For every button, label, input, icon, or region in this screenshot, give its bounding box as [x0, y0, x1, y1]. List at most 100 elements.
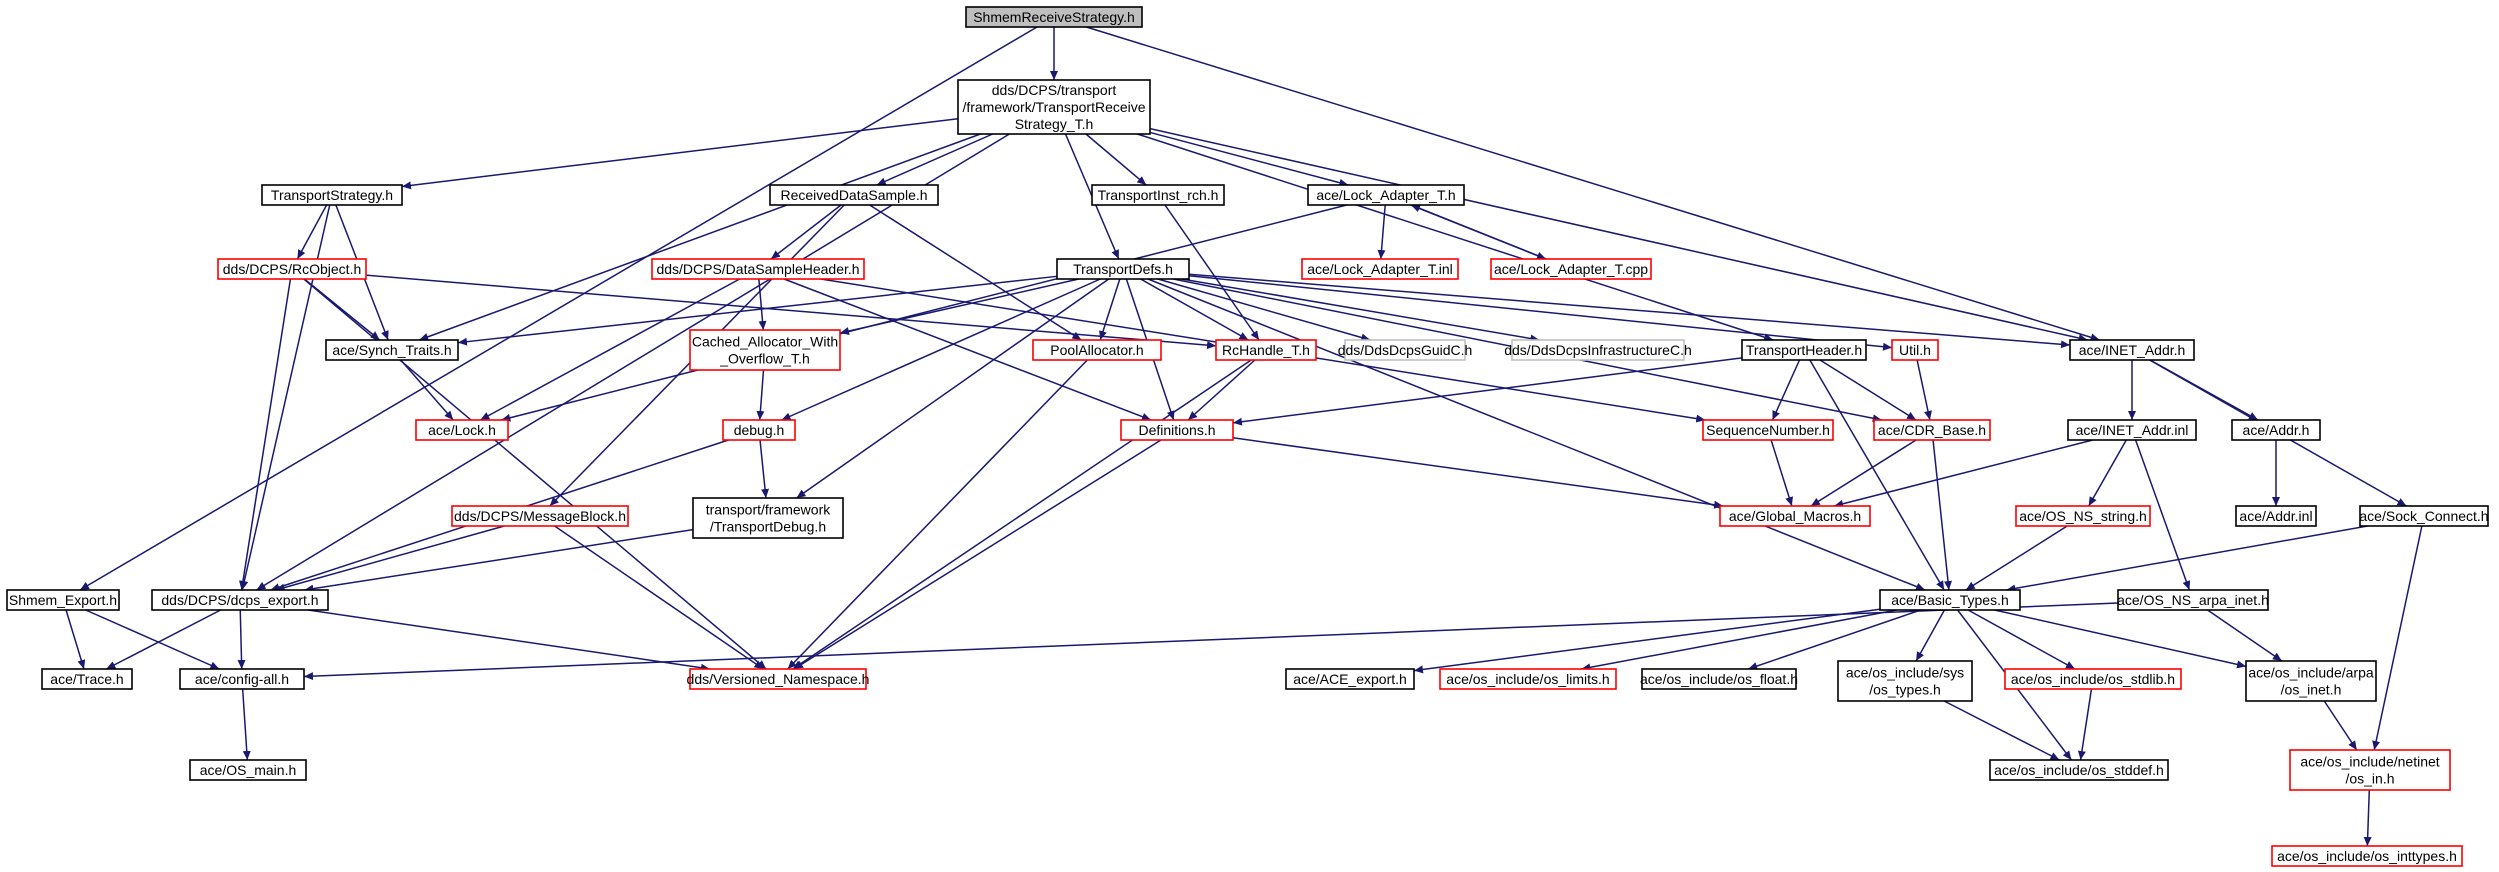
node-box[interactable] — [2067, 419, 2197, 441]
node-osinet[interactable]: ace/os_include/arpa/os_inet.h — [2245, 660, 2377, 702]
node-box[interactable] — [1873, 419, 1991, 441]
node-dcpsexp[interactable]: dds/DCPS/dcps_export.h — [151, 589, 329, 611]
node-box[interactable] — [1719, 505, 1871, 527]
node-box[interactable] — [1490, 258, 1652, 280]
node-systypes[interactable]: ace/os_include/sys/os_types.h — [1837, 660, 1973, 702]
node-box[interactable] — [217, 258, 367, 280]
node-shexp[interactable]: Shmem_Export.h — [6, 589, 120, 611]
node-box[interactable] — [1032, 339, 1162, 361]
node-tdefs[interactable]: TransportDefs.h — [1056, 258, 1190, 280]
node-box[interactable] — [965, 6, 1143, 28]
node-box[interactable] — [6, 589, 120, 611]
node-guid[interactable]: dds/DdsDcpsGuidC.h — [1338, 339, 1473, 361]
node-box[interactable] — [689, 668, 867, 690]
node-box[interactable] — [2069, 339, 2195, 361]
node-infra[interactable]: dds/DdsDcpsInfrastructureC.h — [1504, 339, 1692, 361]
node-trs[interactable]: dds/DCPS/transport/framework/TransportRe… — [957, 79, 1151, 135]
node-box[interactable] — [722, 419, 796, 441]
node-inet[interactable]: ace/INET_Addr.h — [2069, 339, 2195, 361]
node-box[interactable] — [1741, 339, 1867, 361]
node-netin[interactable]: ace/os_include/netinet/os_in.h — [2289, 749, 2451, 791]
node-arpa[interactable]: ace/OS_NS_arpa_inet.h — [2117, 589, 2269, 611]
node-root[interactable]: ShmemReceiveStrategy.h — [965, 6, 1143, 28]
node-cfg[interactable]: ace/config-all.h — [179, 668, 305, 690]
node-lat[interactable]: ace/Lock_Adapter_T.h — [1307, 184, 1465, 206]
node-box[interactable] — [769, 184, 939, 206]
node-thdr[interactable]: TransportHeader.h — [1741, 339, 1867, 361]
node-util[interactable]: Util.h — [1891, 339, 1939, 361]
node-box[interactable] — [2117, 589, 2269, 611]
node-rch[interactable]: RcHandle_T.h — [1215, 339, 1317, 361]
node-box[interactable] — [1511, 339, 1685, 361]
node-box[interactable] — [651, 258, 865, 280]
node-box[interactable] — [1307, 184, 1465, 206]
node-box[interactable] — [325, 339, 459, 361]
node-box[interactable] — [2271, 845, 2463, 867]
node-addr[interactable]: ace/Addr.h — [2231, 419, 2321, 441]
node-box[interactable] — [1056, 258, 1190, 280]
node-trace[interactable]: ace/Trace.h — [41, 668, 133, 690]
node-gm[interactable]: ace/Global_Macros.h — [1719, 505, 1871, 527]
node-box[interactable] — [1439, 668, 1617, 690]
node-box[interactable] — [2235, 505, 2317, 527]
node-box[interactable] — [2004, 668, 2182, 690]
node-aceexp[interactable]: ace/ACE_export.h — [1285, 668, 1415, 690]
node-box[interactable] — [2289, 749, 2451, 791]
node-box[interactable] — [957, 79, 1151, 135]
node-box[interactable] — [179, 668, 305, 690]
node-tir[interactable]: TransportInst_rch.h — [1091, 184, 1225, 206]
node-box[interactable] — [415, 419, 509, 441]
node-box[interactable] — [1702, 419, 1834, 441]
node-box[interactable] — [692, 497, 844, 539]
node-stdlib[interactable]: ace/os_include/os_stdlib.h — [2004, 668, 2182, 690]
node-lati[interactable]: ace/Lock_Adapter_T.inl — [1301, 258, 1459, 280]
node-cdr[interactable]: ace/CDR_Base.h — [1873, 419, 1991, 441]
node-addri[interactable]: ace/Addr.inl — [2235, 505, 2317, 527]
node-seq[interactable]: SequenceNumber.h — [1702, 419, 1834, 441]
node-box[interactable] — [1091, 184, 1225, 206]
node-box[interactable] — [2245, 660, 2377, 702]
node-vns[interactable]: dds/Versioned_Namespace.h — [687, 668, 870, 690]
node-tdbg[interactable]: transport/framework/TransportDebug.h — [692, 497, 844, 539]
node-inttypes[interactable]: ace/os_include/os_inttypes.h — [2271, 845, 2463, 867]
node-lim[interactable]: ace/os_include/os_limits.h — [1439, 668, 1617, 690]
node-box[interactable] — [1891, 339, 1939, 361]
node-box[interactable] — [2015, 505, 2151, 527]
node-dsh[interactable]: dds/DCPS/DataSampleHeader.h — [651, 258, 865, 280]
node-sock[interactable]: ace/Sock_Connect.h — [2359, 505, 2489, 527]
node-box[interactable] — [1215, 339, 1317, 361]
node-box[interactable] — [1989, 759, 2169, 781]
node-pool[interactable]: PoolAllocator.h — [1032, 339, 1162, 361]
node-stddef[interactable]: ace/os_include/os_stddef.h — [1989, 759, 2169, 781]
node-debug[interactable]: debug.h — [722, 419, 796, 441]
node-rco[interactable]: dds/DCPS/RcObject.h — [217, 258, 367, 280]
node-box[interactable] — [2231, 419, 2321, 441]
node-synch[interactable]: ace/Synch_Traits.h — [325, 339, 459, 361]
node-box[interactable] — [41, 668, 133, 690]
node-bt[interactable]: ace/Basic_Types.h — [1879, 589, 2021, 611]
node-box[interactable] — [189, 759, 307, 781]
node-box[interactable] — [261, 184, 403, 206]
node-osmain[interactable]: ace/OS_main.h — [189, 759, 307, 781]
node-rds[interactable]: ReceivedDataSample.h — [769, 184, 939, 206]
node-ineti[interactable]: ace/INET_Addr.inl — [2067, 419, 2197, 441]
node-defs[interactable]: Definitions.h — [1120, 419, 1234, 441]
node-box[interactable] — [689, 329, 841, 371]
node-box[interactable] — [1285, 668, 1415, 690]
node-box[interactable] — [1641, 668, 1797, 690]
node-box[interactable] — [2359, 505, 2489, 527]
node-box[interactable] — [151, 589, 329, 611]
node-mb[interactable]: dds/DCPS/MessageBlock.h — [451, 505, 629, 527]
node-cawo[interactable]: Cached_Allocator_With_Overflow_T.h — [689, 329, 841, 371]
node-box[interactable] — [451, 505, 629, 527]
node-box[interactable] — [1120, 419, 1234, 441]
node-box[interactable] — [1344, 339, 1466, 361]
node-box[interactable] — [1301, 258, 1459, 280]
node-flt[interactable]: ace/os_include/os_float.h — [1640, 668, 1798, 690]
node-latc[interactable]: ace/Lock_Adapter_T.cpp — [1490, 258, 1652, 280]
node-ts[interactable]: TransportStrategy.h — [261, 184, 403, 206]
node-box[interactable] — [1879, 589, 2021, 611]
node-lock[interactable]: ace/Lock.h — [415, 419, 509, 441]
node-osns[interactable]: ace/OS_NS_string.h — [2015, 505, 2151, 527]
node-box[interactable] — [1837, 660, 1973, 702]
